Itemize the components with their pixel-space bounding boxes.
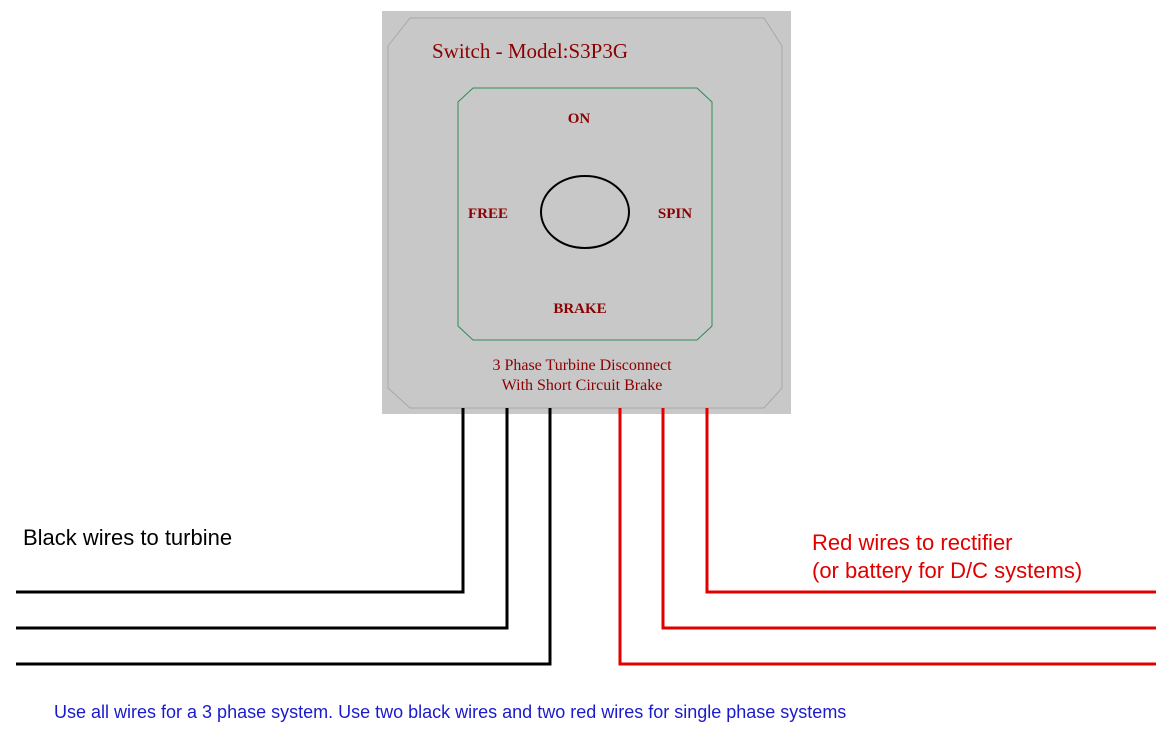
rotary-knob[interactable]	[540, 175, 630, 249]
switch-panel-bevel	[387, 17, 783, 409]
switch-housing: Switch - Model:S3P3G	[382, 11, 791, 414]
position-label-free: FREE	[468, 206, 508, 222]
switch-model-title: Switch - Model:S3P3G	[432, 39, 628, 63]
switch-description-line1: 3 Phase Turbine Disconnect	[492, 357, 672, 374]
red-wires-label-line1: Red wires to rectifier	[812, 530, 1013, 555]
switch-panel	[382, 11, 791, 414]
red-wire-group	[618, 408, 1156, 666]
red-wire-1	[618, 408, 1156, 666]
red-wire-2	[661, 408, 1156, 630]
black-wire-3	[16, 408, 552, 666]
position-label-spin: SPIN	[658, 206, 692, 222]
switch-description-line2: With Short Circuit Brake	[502, 377, 663, 394]
position-label-brake: BRAKE	[553, 301, 606, 317]
footer-note: Use all wires for a 3 phase system. Use …	[54, 702, 846, 722]
red-wire-3	[705, 408, 1156, 594]
red-wires-label-line2: (or battery for D/C systems)	[812, 558, 1082, 583]
switch-face-border	[457, 87, 713, 341]
switch-face: ON FREE SPIN BRAKE	[457, 87, 713, 341]
position-label-on: ON	[568, 111, 591, 127]
black-wire-group	[16, 408, 552, 666]
black-wire-1	[16, 408, 465, 594]
black-wire-2	[16, 408, 509, 630]
black-wires-label: Black wires to turbine	[23, 525, 232, 550]
